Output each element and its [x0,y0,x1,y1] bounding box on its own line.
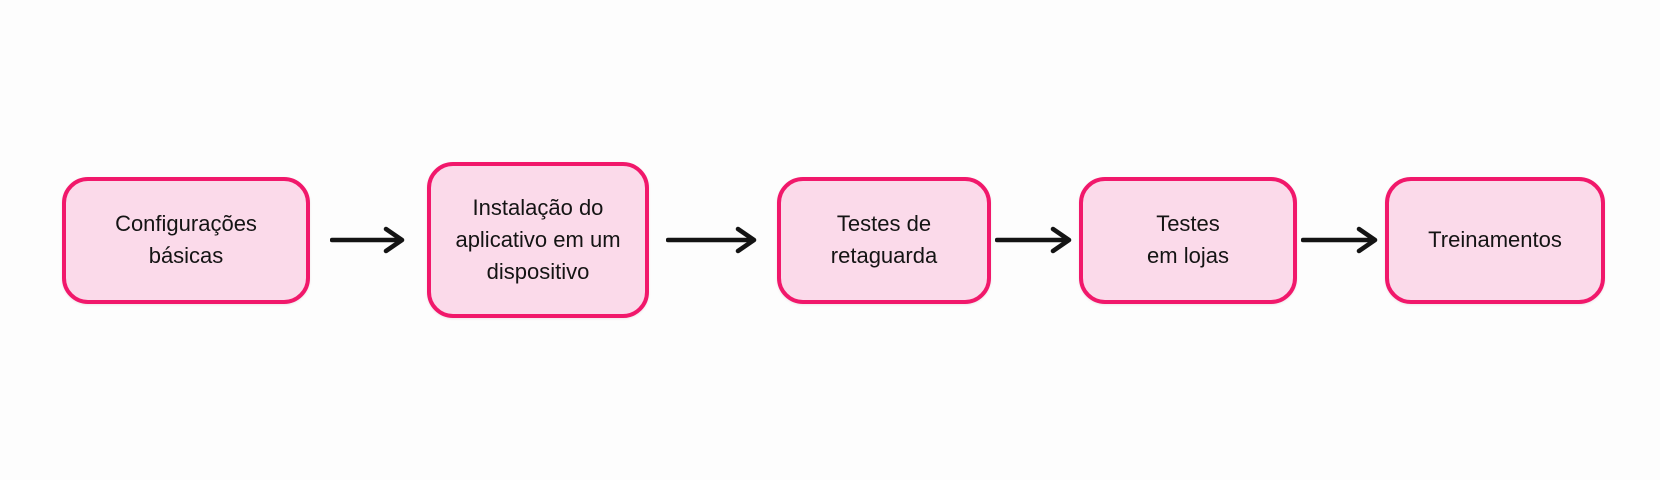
flow-connector-1 [310,177,427,304]
flow-node-treinamentos: Treinamentos [1385,176,1605,304]
flow-node-testes-lojas: Testes em lojas [1079,176,1297,304]
arrow-right-icon [1301,226,1378,254]
arrow-right-icon [666,226,757,254]
flow-connector-3 [991,177,1079,304]
flow-connector-2 [649,177,777,304]
flow-connector-4 [1297,177,1385,304]
flow-node-configuracoes-basicas: Configurações básicas [62,176,310,304]
flow-node-label: Treinamentos [1428,227,1562,253]
flow-node-testes-retaguarda: Testes de retaguarda [777,176,991,304]
arrow-right-icon [329,226,404,254]
flow-node-label: Testes em lojas [1147,211,1229,268]
flow-node-label: Configurações básicas [115,211,257,268]
flow-node-label: Testes de retaguarda [830,211,938,268]
arrow-right-icon [995,226,1072,254]
flow-node-label: Instalação do aplicativo em um dispositi… [455,195,621,284]
flow-node-instalacao-aplicativo: Instalação do aplicativo em um dispositi… [427,162,649,318]
